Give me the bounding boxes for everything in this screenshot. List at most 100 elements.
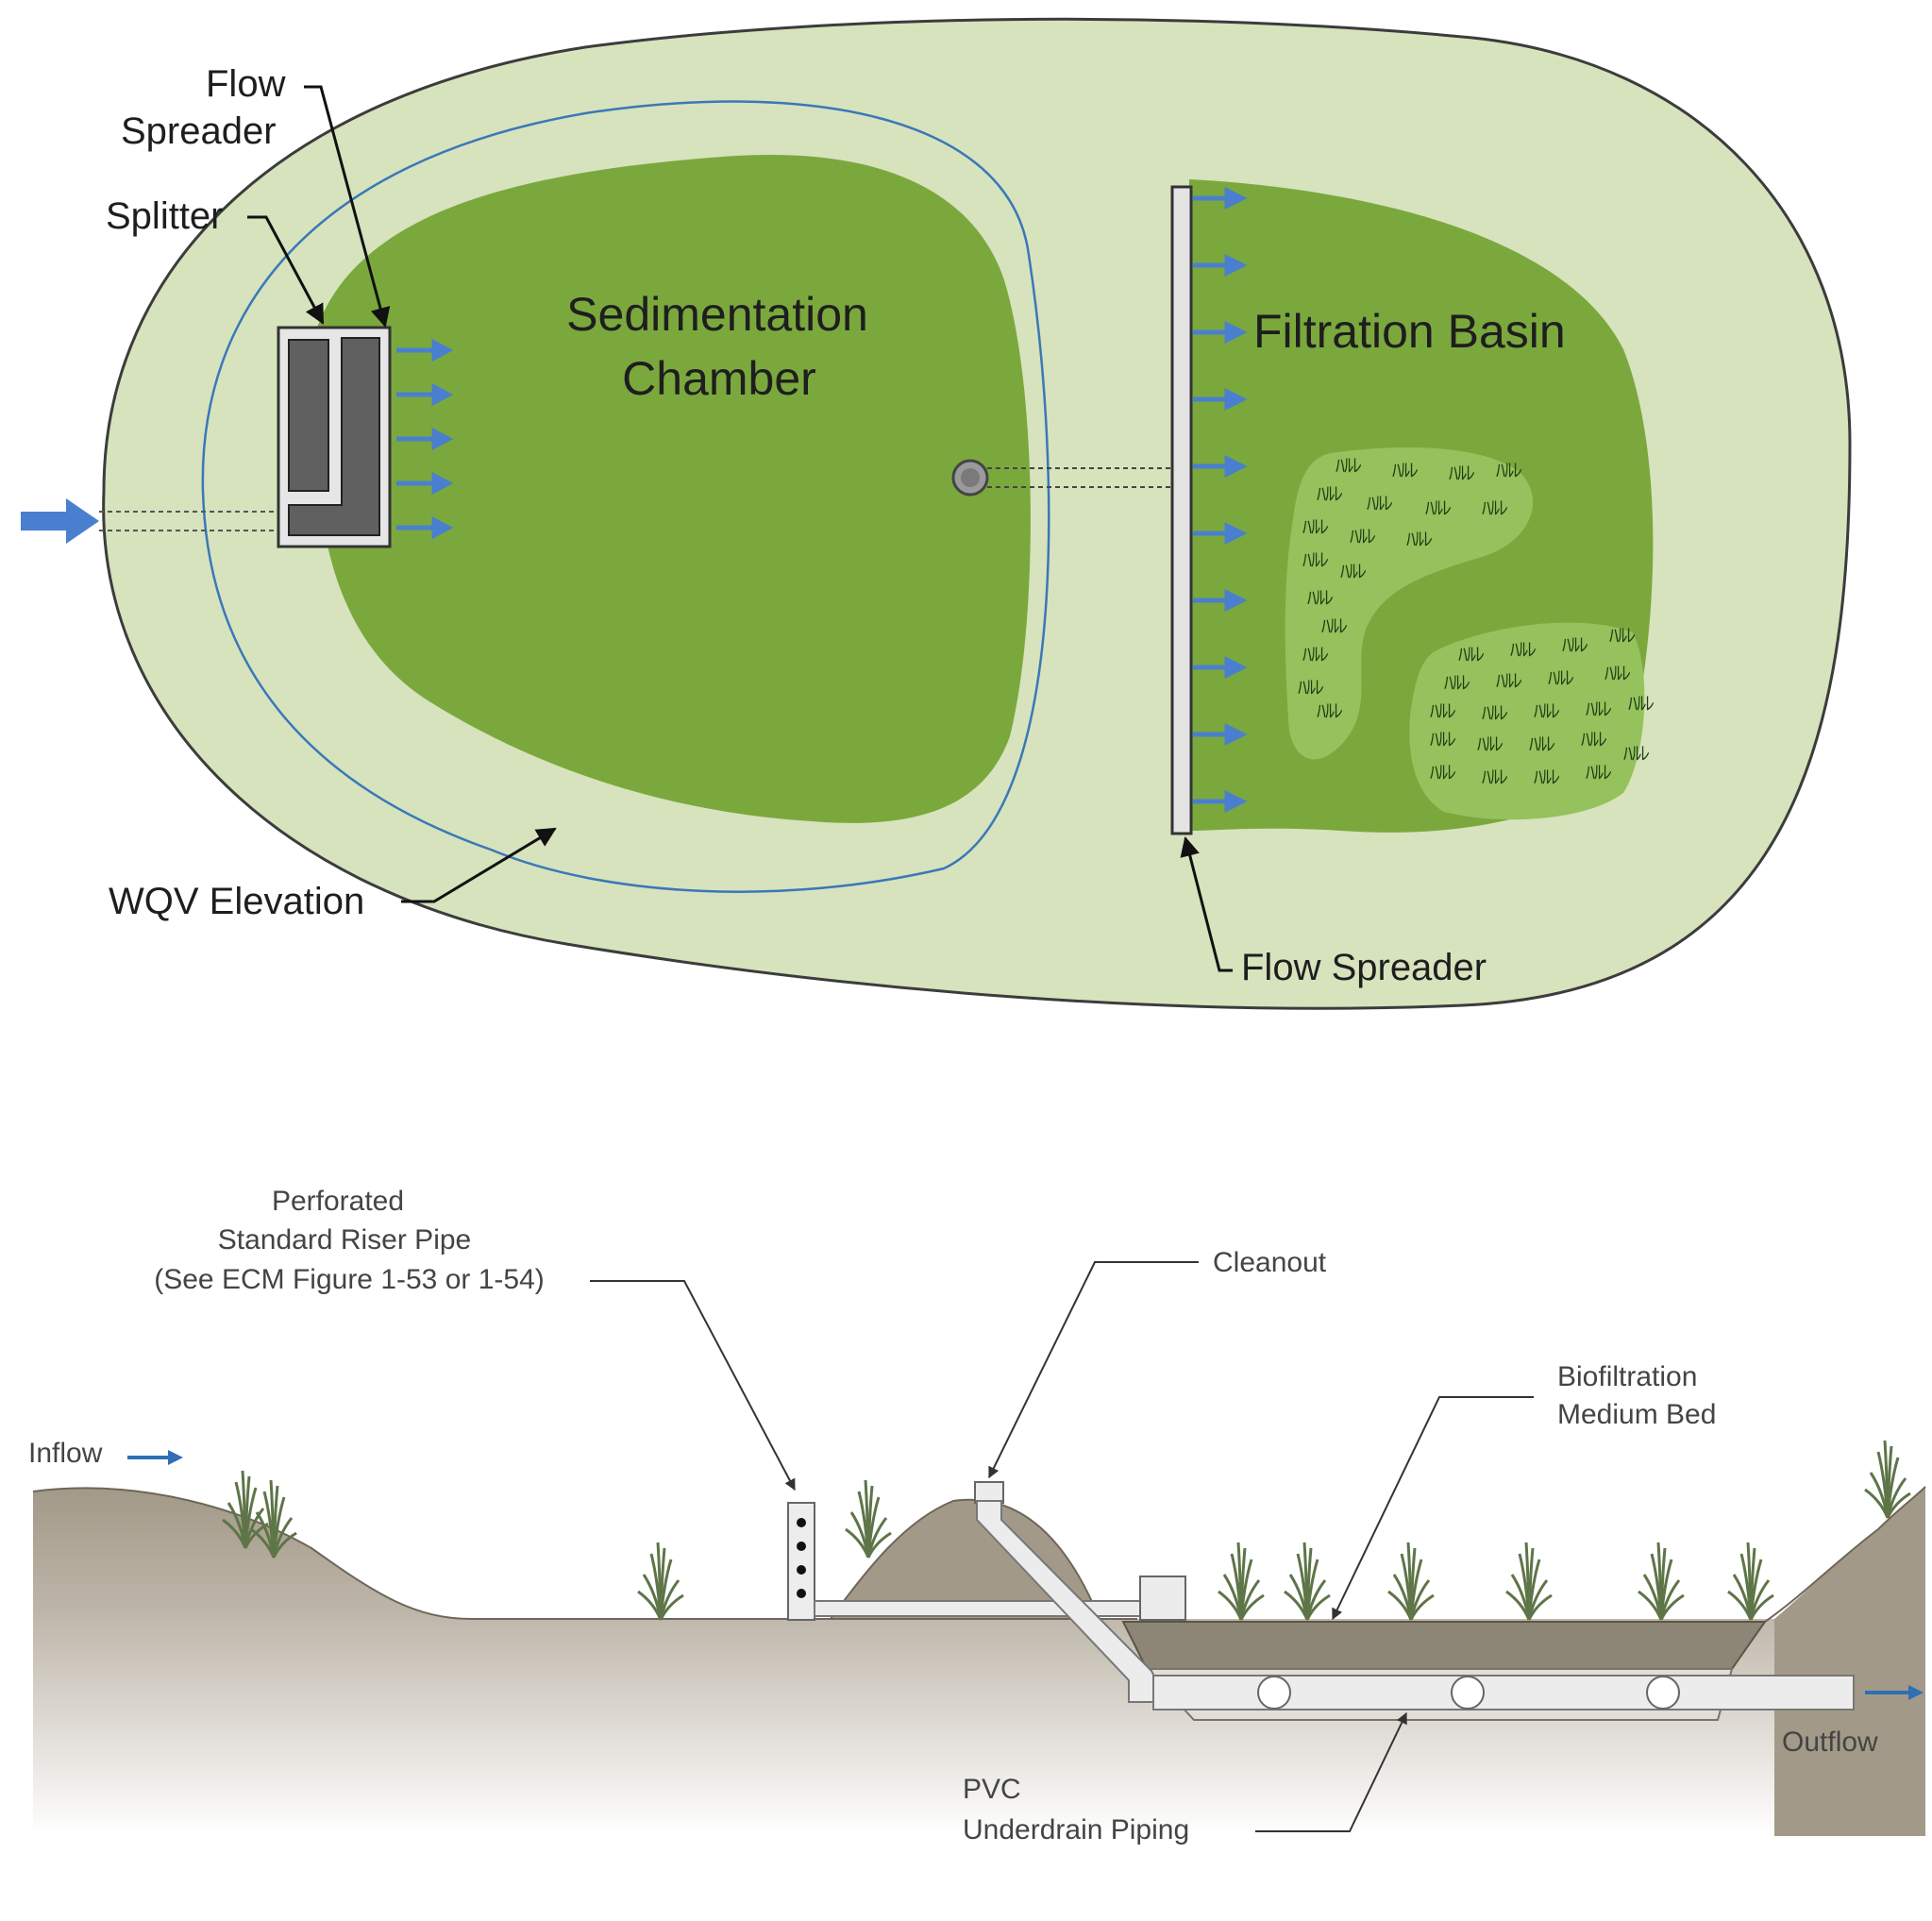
riser-label-line2: Standard Riser Pipe xyxy=(218,1224,471,1255)
vegetation-symbol: ﾊﾙﾚ xyxy=(1623,742,1650,765)
vegetation-symbol: ﾊﾙﾚ xyxy=(1430,699,1456,722)
spreader-flow-arrow xyxy=(1193,454,1248,479)
vegetation-symbol: ﾊﾙﾚ xyxy=(1336,454,1362,477)
spreader-flow-arrow xyxy=(1193,253,1248,278)
grass-tuft xyxy=(1864,1440,1911,1519)
vegetation-symbol: ﾊﾙﾚ xyxy=(1430,761,1456,784)
vegetation-symbol: ﾊﾙﾚ xyxy=(1628,692,1655,715)
flow-spreader-top-label-line2: Spreader xyxy=(121,110,277,152)
connector-pipe xyxy=(814,1576,1186,1621)
cleanout-label: Cleanout xyxy=(1213,1247,1327,1278)
sedimentation-label-line1: Sedimentation xyxy=(566,288,868,341)
outflow-label: Outflow xyxy=(1782,1727,1878,1758)
grass-tuft xyxy=(1284,1542,1331,1621)
biofiltration-label-line1: Biofiltration xyxy=(1557,1361,1697,1392)
ground-soil xyxy=(33,1488,1921,1836)
cleanout-pipe xyxy=(974,1481,1157,1703)
vegetation-symbol: ﾊﾙﾚ xyxy=(1317,699,1343,722)
ground-surface-left xyxy=(32,1487,1137,1620)
flow-spreader-top-leader xyxy=(304,85,391,329)
outlet-structure xyxy=(951,459,1172,497)
vegetation-symbol: ﾊﾙﾚ xyxy=(1449,462,1475,484)
vegetation-symbol: ﾊﾙﾚ xyxy=(1302,515,1329,538)
inflow-arrow xyxy=(21,498,99,544)
vegetation-symbol: ﾊﾙﾚ xyxy=(1367,492,1393,514)
riser-pipe xyxy=(787,1502,815,1621)
vegetation-symbol: ﾊﾙﾚ xyxy=(1350,525,1376,548)
spreader-flow-arrow xyxy=(1193,655,1248,680)
vegetation-symbol: ﾊﾙﾚ xyxy=(1321,615,1348,637)
splitter-flow-arrows xyxy=(396,338,454,540)
vegetation-symbol: ﾊﾙﾚ xyxy=(1548,666,1574,689)
vegetation-symbol: ﾊﾙﾚ xyxy=(1581,728,1607,750)
splitter-leader xyxy=(247,215,325,325)
spreader-flow-arrows xyxy=(1193,186,1248,814)
spreader-flow-arrow xyxy=(1193,320,1248,345)
flow-spreader-top-label-line1: Flow xyxy=(206,63,286,105)
spreader-flow-arrow xyxy=(1193,521,1248,546)
filtration-basin-label: Filtration Basin xyxy=(1253,305,1566,358)
grass-tuft xyxy=(637,1542,684,1621)
sedimentation-chamber-basin xyxy=(314,154,1031,823)
vegetation-symbol: ﾊﾙﾚ xyxy=(1406,528,1433,550)
outflow-arrow-section xyxy=(1865,1685,1924,1700)
grass-tufts xyxy=(222,1440,1911,1621)
pvc-leader xyxy=(1255,1711,1407,1832)
grass-tuft xyxy=(1638,1542,1685,1621)
vegetation-symbol: ﾊﾙﾚ xyxy=(1430,728,1456,750)
vegetation-symbol: ﾊﾙﾚ xyxy=(1586,761,1612,784)
right-slope-surface xyxy=(1764,1486,1926,1623)
grass-tuft xyxy=(222,1470,269,1549)
flow-spreader-bottom-leader xyxy=(1180,835,1233,972)
spreader-flow-arrow xyxy=(1193,722,1248,747)
spreader-flow-arrow xyxy=(1193,789,1248,814)
vegetation-symbol: ﾊﾙﾚ xyxy=(1444,671,1470,694)
riser-label-line3: (See ECM Figure 1-53 or 1-54) xyxy=(154,1264,545,1295)
splitter-box xyxy=(277,326,392,548)
vegetation-symbol: ﾊﾙﾚ xyxy=(1482,701,1508,724)
vegetation-symbol: ﾊﾙﾚ xyxy=(1298,676,1324,699)
inflow-label: Inflow xyxy=(28,1438,103,1469)
vegetation-symbol: ﾊﾙﾚ xyxy=(1496,459,1522,481)
vegetation-symbol: ﾊﾙﾚ xyxy=(1496,669,1522,692)
pvc-label-line1: PVC xyxy=(963,1774,1021,1805)
vegetation-symbol: ﾊﾙﾚ xyxy=(1562,633,1588,656)
flow-spreader-bar xyxy=(1170,185,1193,835)
vegetation-symbol: ﾊﾙﾚ xyxy=(1510,638,1537,661)
vegetation-symbol: ﾊﾙﾚ xyxy=(1534,766,1560,788)
vegetation-symbol: ﾊﾙﾚ xyxy=(1302,643,1329,666)
grass-tuft xyxy=(250,1479,297,1559)
riser-label-line1: Perforated xyxy=(272,1186,404,1217)
vegetation-symbol: ﾊﾙﾚ xyxy=(1529,733,1555,755)
plan-view: ﾊﾙﾚﾊﾙﾚﾊﾙﾚﾊﾙﾚﾊﾙﾚﾊﾙﾚﾊﾙﾚﾊﾙﾚﾊﾙﾚﾊﾙﾚﾊﾙﾚﾊﾙﾚﾊﾙﾚﾊ… xyxy=(21,17,1852,1010)
pvc-label-line2: Underdrain Piping xyxy=(963,1814,1189,1845)
vegetation-symbols: ﾊﾙﾚﾊﾙﾚﾊﾙﾚﾊﾙﾚﾊﾙﾚﾊﾙﾚﾊﾙﾚﾊﾙﾚﾊﾙﾚﾊﾙﾚﾊﾙﾚﾊﾙﾚﾊﾙﾚﾊ… xyxy=(1298,454,1655,788)
right-slope xyxy=(1774,1487,1925,1836)
grass-tuft xyxy=(1727,1542,1774,1621)
vegetation-symbol: ﾊﾙﾚ xyxy=(1609,624,1636,647)
spreader-flow-arrow xyxy=(1193,186,1248,211)
grass-tuft xyxy=(1505,1542,1553,1621)
spreader-flow-arrow xyxy=(1193,588,1248,613)
biofiltration-leader xyxy=(1332,1396,1534,1621)
vegetation-symbol: ﾊﾙﾚ xyxy=(1482,497,1508,519)
splitter-label: Splitter xyxy=(106,195,224,237)
vegetation-symbol: ﾊﾙﾚ xyxy=(1586,698,1612,720)
vegetation-symbol: ﾊﾙﾚ xyxy=(1482,766,1508,788)
vegetation-symbol: ﾊﾙﾚ xyxy=(1392,459,1419,481)
inflow-arrow-section xyxy=(127,1450,183,1465)
grass-tuft xyxy=(1218,1542,1265,1621)
wqv-elevation-leader xyxy=(401,827,557,903)
grass-tuft xyxy=(1387,1542,1435,1621)
berm xyxy=(829,1498,1101,1620)
spreader-flow-arrow xyxy=(1193,387,1248,412)
vegetation-symbol: ﾊﾙﾚ xyxy=(1458,643,1485,666)
flow-spreader-bottom-label: Flow Spreader xyxy=(1241,947,1487,988)
biofiltration-label-line2: Medium Bed xyxy=(1557,1399,1716,1430)
sedimentation-label-line2: Chamber xyxy=(622,352,816,405)
vegetation-symbol: ﾊﾙﾚ xyxy=(1302,548,1329,571)
wqv-elevation-label: WQV Elevation xyxy=(109,881,364,922)
vegetation-symbol: ﾊﾙﾚ xyxy=(1604,662,1631,684)
vegetation-patch-lower xyxy=(1409,622,1645,820)
